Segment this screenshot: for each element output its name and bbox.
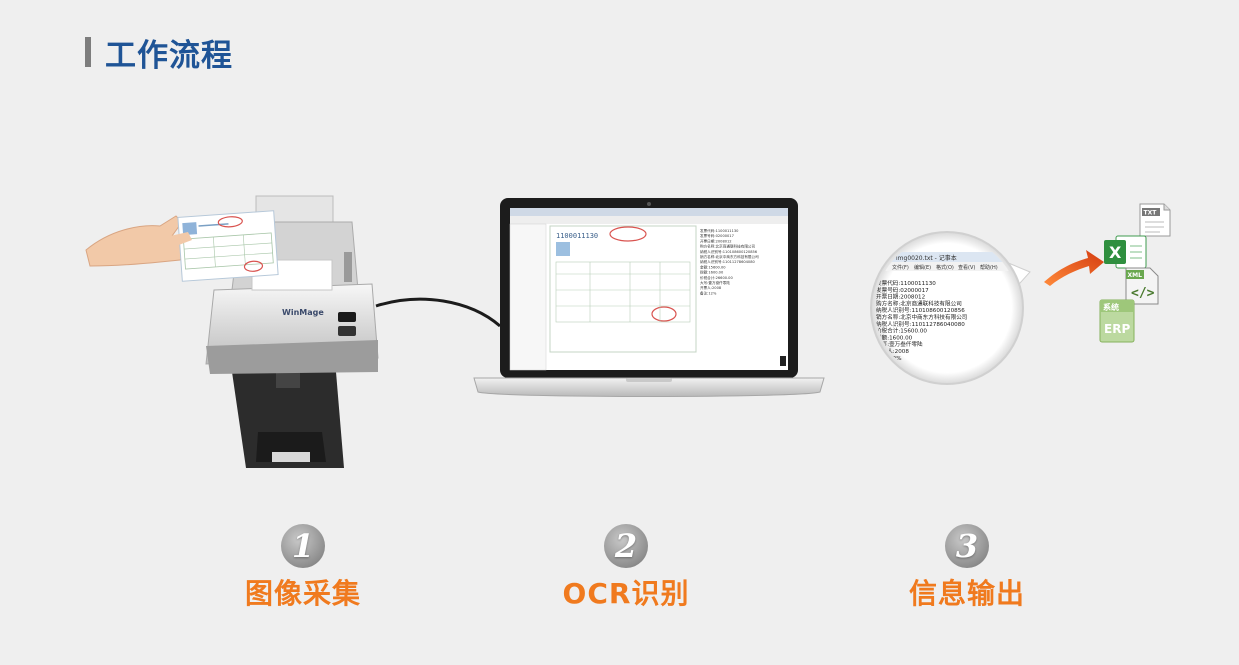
ocr-scrollbar[interactable] [780,356,786,366]
txt-file-icon[interactable]: TXT [1139,203,1171,237]
ocr-result-line: 发票代码:1100011130 [700,228,739,233]
output-magnifier: img0020.txt - 记事本 文件(F) 编辑(E) 格式(O) 查看(V) 帮助… [870,231,1031,385]
notepad-menubar [875,262,1019,271]
hand-with-invoice [85,210,279,282]
laptop: 1100011130 发票代码:1100011130发票号码:02000017开… [473,198,825,397]
ocr-result-line: 购方名称:北京商通联科技有限公司 [700,244,756,249]
scanner-button[interactable] [338,326,356,336]
notepad-titlebar [875,252,1019,262]
ocr-invoice-code: 1100011130 [556,232,598,240]
notepad-line: 大写:壹万叁仟零陆 [876,340,923,348]
laptop-hinge-notch [626,378,672,382]
thumb [170,232,192,246]
step-number-badge: 2 [604,524,648,568]
output-formats: TXT X XML </> 系统 [1099,203,1171,343]
notepad-menu: 文件(F) 编辑(E) 格式(O) 查看(V) 帮助(H) [892,264,998,271]
ocr-result-line: 发票号码:02000017 [700,233,734,238]
ocr-result-line: 大写:壹万叁仟零陆 [700,280,730,285]
notepad-title: img0020.txt - 记事本 [896,254,957,262]
notepad-line: 发票号码:02000017 [876,286,929,294]
laptop-camera [647,202,651,206]
scanner-base [206,340,378,374]
notepad-line: 购方名称:北京商通联科技有限公司 [876,299,962,307]
scanner-brand: WinMage [282,308,324,317]
ocr-window-titlebar [510,208,788,216]
step-image-capture: 1 图像采集 [203,524,403,612]
notepad-menu-item[interactable]: 编辑(E) [914,264,931,271]
invoice-stamp [609,226,647,242]
scanner-display [338,312,356,322]
notepad-menu-item[interactable]: 查看(V) [958,264,975,271]
notepad-menu-item[interactable]: 格式(O) [936,264,954,271]
ocr-result-line: 纳税人识别号:110108600120856 [700,249,758,254]
ocr-window-toolbar [510,216,788,224]
page-header: 工作流程 [85,34,233,74]
notepad-line: 价税合计:15600.00 [876,327,927,335]
ocr-result-line: 价税合计:26600.00 [700,275,733,280]
notepad-line: 纳税人识别号:110112786040080 [876,320,965,328]
svg-text:TXT: TXT [1144,210,1158,217]
step-number-badge: 3 [945,524,989,568]
output-arrow [1044,250,1104,286]
notepad-line: 发票代码:1100011130 [876,279,936,287]
svg-text:X: X [1109,243,1122,262]
ocr-invoice-image [549,225,697,353]
scanner-tray-stopper [272,452,310,462]
notepad-line: 开票人:2008 [876,348,909,355]
notepad-line: 销方名称:北京中商东方科技有限公司 [876,313,967,321]
ocr-result-line: 税额:1600.00 [700,270,724,275]
ocr-file-list [509,223,547,371]
invoice-seal [651,306,677,322]
ocr-result-line: 开票人:2008 [700,285,722,290]
ocr-result-text: 发票代码:1100011130发票号码:02000017开票日期:2008012… [700,228,759,295]
step-information-output: 3 信息输出 [867,524,1067,612]
notepad-line: 税额:1600.00 [876,333,913,341]
ocr-result-line: 备注:12% [700,290,717,295]
hand [85,215,189,267]
invoice-qr [556,242,570,256]
notepad-line: 纳税人识别号:110108600120856 [876,306,965,314]
ocr-result-line: 纳税人识别号:11011278604080 [700,259,755,264]
xml-file-icon[interactable]: XML </> [1125,267,1159,305]
invoice-grid [555,261,691,323]
erp-system-icon[interactable]: 系统 ERP [1099,299,1135,343]
ocr-result-line: 开票日期:2008012 [700,238,732,243]
notepad-menu-item[interactable]: 帮助(H) [980,264,998,271]
step-ocr-recognition: 2 OCR识别 [526,524,726,612]
notepad-line: 开票日期:2008012 [876,294,925,301]
step-label: OCR识别 [562,577,690,610]
svg-text:</>: </> [1131,286,1155,301]
invoice-card [177,210,279,282]
step-label: 图像采集 [244,577,361,610]
svg-text:ERP: ERP [1104,322,1130,336]
ocr-result-line: 销方名称:北京中商东方科技有限公司 [700,254,759,259]
excel-file-icon[interactable]: X [1104,235,1147,269]
step-number-badge: 1 [281,524,325,568]
scanner-guide [344,252,352,282]
scanner-tray-slot [276,370,300,388]
ocr-result-line: 金额:15600.00 [700,264,726,269]
page-title: 工作流程 [105,37,233,74]
svg-text:系统: 系统 [1103,302,1119,312]
usb-cable [375,297,501,328]
laptop-base [473,377,825,397]
notepad-menu-item[interactable]: 文件(F) [892,264,909,271]
header-accent-bar [85,37,91,67]
step-label: 信息输出 [908,577,1025,610]
svg-text:XML: XML [1128,272,1143,279]
